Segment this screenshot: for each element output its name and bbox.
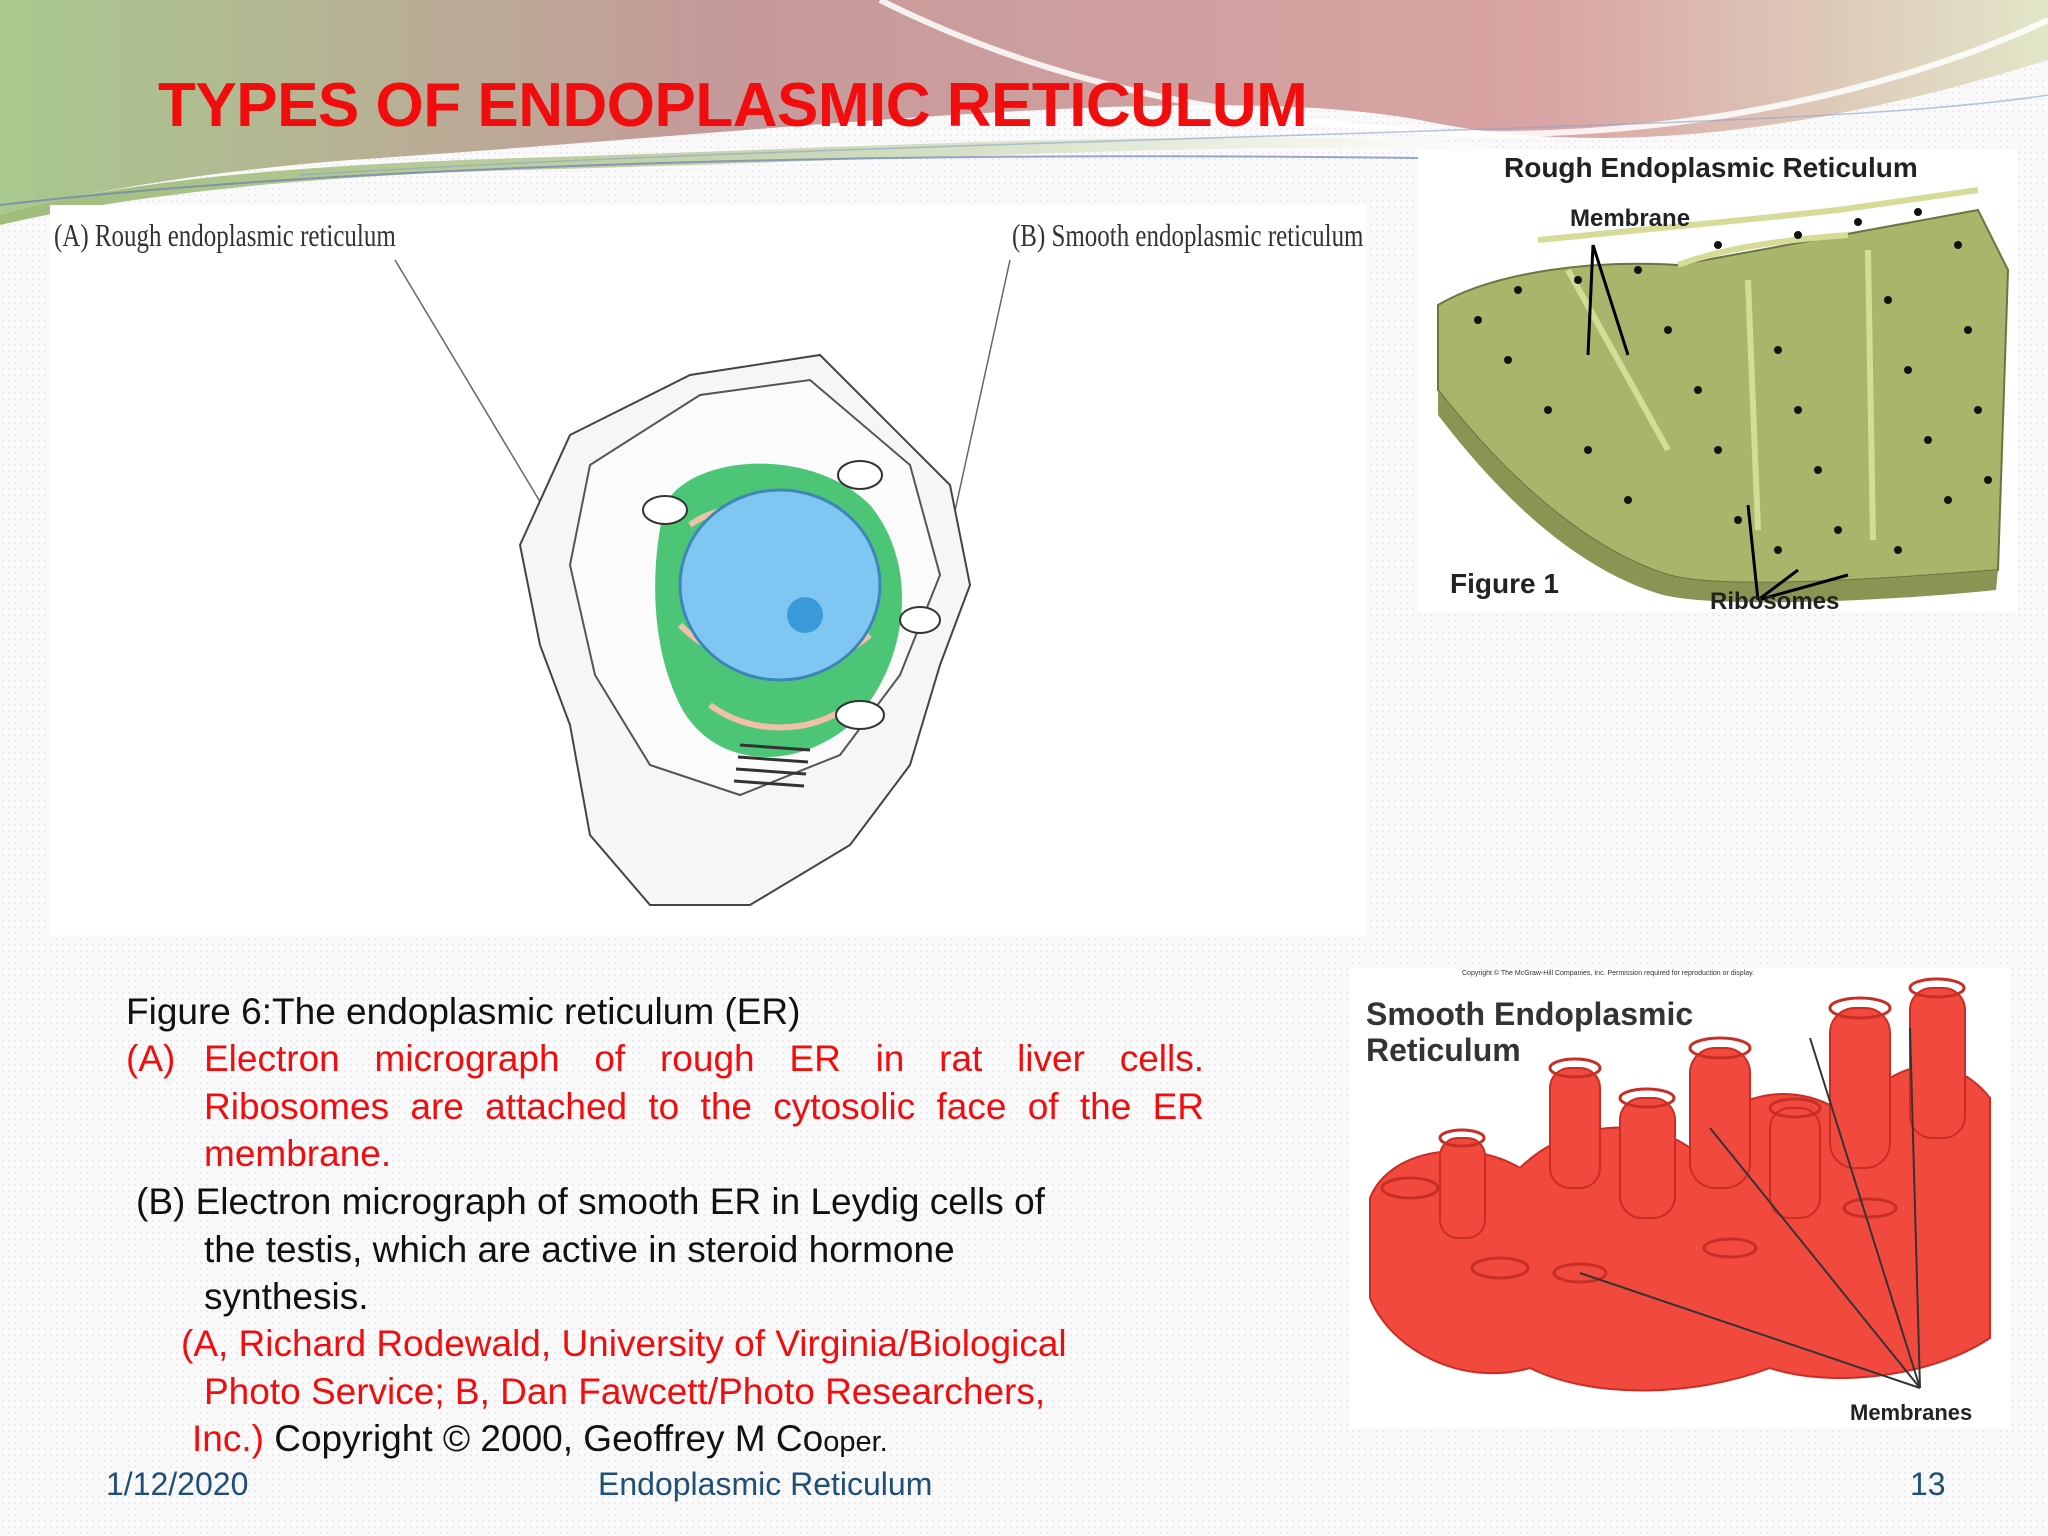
smooth-er-title-line2: Reticulum (1366, 1032, 1521, 1068)
caption-credit-line2: Photo Service; B, Dan Fawcett/Photo Rese… (204, 1371, 1046, 1412)
rough-er-title: Rough Endoplasmic Reticulum (1504, 152, 1918, 183)
cell-label-a: (A) Rough endoplasmic reticulum (54, 217, 396, 253)
cell-illustration (394, 259, 1011, 906)
caption-credit-inc: Inc.) (192, 1418, 264, 1459)
footer-page-number: 13 (1910, 1466, 1946, 1502)
membranes-label: Membranes (1850, 1400, 1973, 1425)
caption-b-line2: the testis, which are active in steroid … (204, 1229, 955, 1270)
membrane-label: Membrane (1570, 205, 1691, 232)
smooth-er-copyright: Copyright © The McGraw-Hill Companies, I… (1462, 970, 1755, 977)
rough-er-illustration (1437, 187, 2010, 603)
smooth-er-figure: Copyright © The McGraw-Hill Companies, I… (1350, 968, 2010, 1428)
caption-copyright: Copyright © 2000, Geoffrey M Co (263, 1418, 824, 1459)
caption-a-line1: Electron micrograph of rough ER in rat l… (204, 1038, 1204, 1079)
caption-copyright-tail: oper. (823, 1426, 888, 1458)
caption-a-line2: Ribosomes are attached to the cytosolic … (204, 1086, 1204, 1127)
caption-credit-line1: (A, Richard Rodewald, University of Virg… (181, 1323, 1067, 1364)
cell-label-b: (B) Smooth endoplasmic reticulum (1012, 217, 1364, 253)
caption-heading: Figure 6:The endoplasmic reticulum (ER) (126, 991, 801, 1032)
slide-title: TYPES OF ENDOPLASMIC RETICULUM (158, 71, 1308, 140)
caption-b-line3: synthesis. (204, 1276, 369, 1317)
figure-1-label: Figure 1 (1450, 568, 1559, 599)
footer-topic: Endoplasmic Reticulum (598, 1466, 933, 1502)
caption-a-marker: (A) (126, 1038, 176, 1079)
caption-b-line1: (B) Electron micrograph of smooth ER in … (136, 1181, 1045, 1222)
header-swoosh (0, 0, 2048, 225)
footer-date: 1/12/2020 (106, 1466, 249, 1502)
rough-er-figure: Rough Endoplasmic Reticulum Membrane Fig… (1418, 150, 2018, 615)
smooth-er-illustration (1369, 977, 1991, 1392)
smooth-er-title-line1: Smooth Endoplasmic (1366, 996, 1694, 1032)
ribosomes-label: Ribosomes (1710, 588, 1840, 615)
caption-credit-line3: Inc.) Copyright © 2000, Geoffrey M Coope… (192, 1415, 888, 1467)
caption-a-line3: membrane. (204, 1133, 392, 1174)
cell-figure-panel: (A) Rough endoplasmic reticulum (B) Smoo… (50, 205, 1366, 935)
